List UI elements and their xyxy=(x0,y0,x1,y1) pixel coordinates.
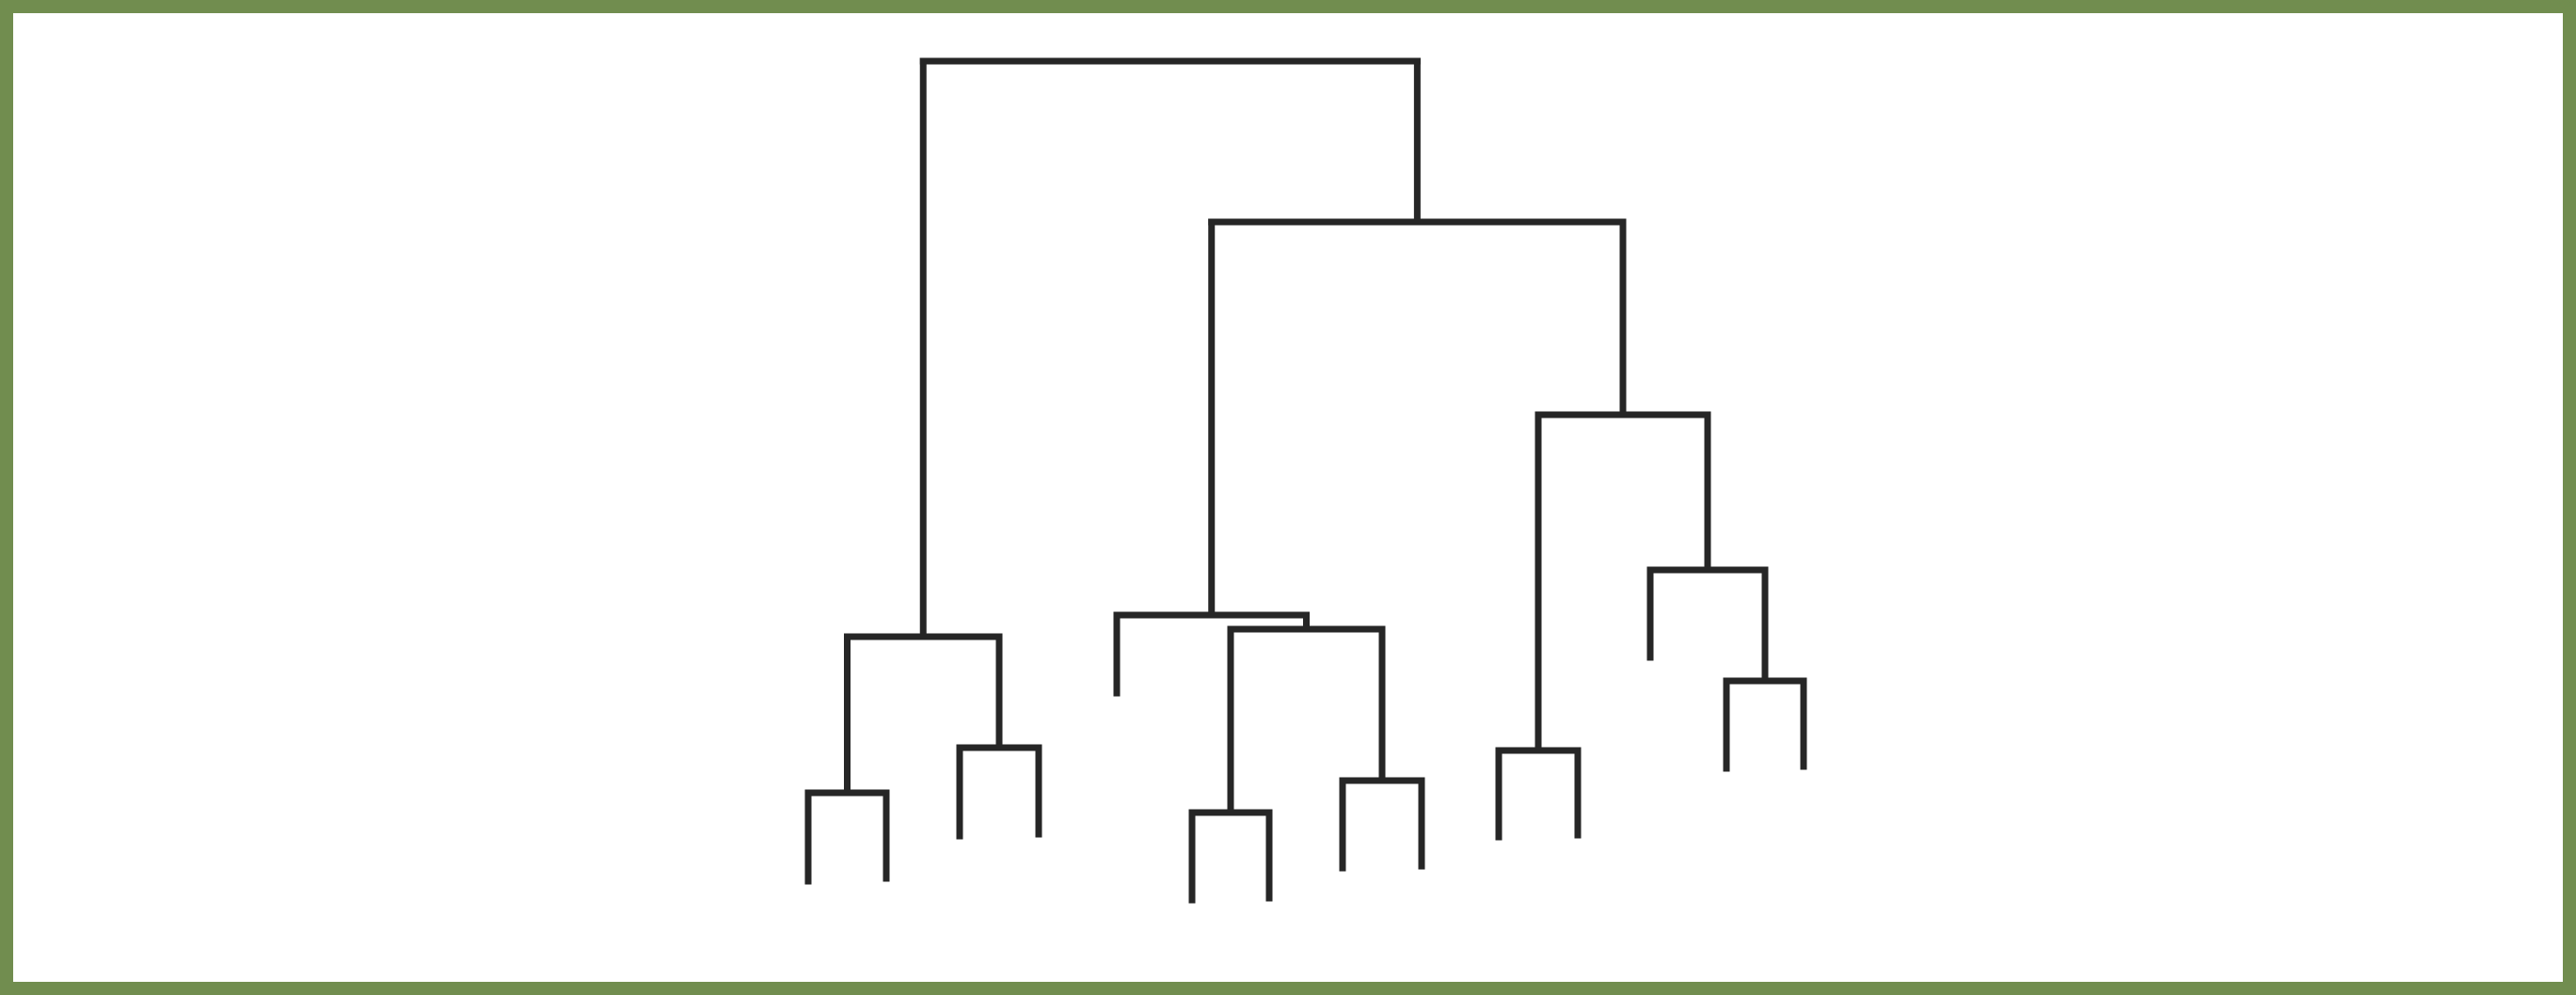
dendrogram-branches xyxy=(804,57,1807,904)
